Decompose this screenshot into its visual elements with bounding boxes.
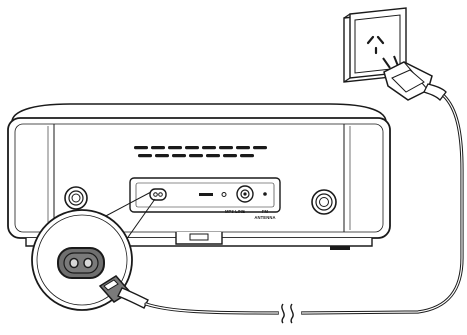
- power-cord-connector-icon: [98, 275, 149, 309]
- mains-plug-icon: [382, 55, 447, 101]
- wall-outlet-icon: [343, 7, 407, 83]
- vent-grille: [134, 146, 267, 158]
- fm-label: FM: [262, 209, 269, 214]
- panel-slot: [199, 193, 213, 196]
- antenna-label: ANTENNA: [254, 215, 275, 220]
- power-socket-callout: [31, 209, 149, 311]
- mp3-line-label: MP3 LINE: [225, 209, 245, 214]
- panel-indicator: [221, 192, 227, 197]
- fm-antenna-jack: [263, 192, 267, 196]
- ac-power-socket-icon: [149, 188, 167, 201]
- left-speaker-port: [64, 186, 88, 210]
- enlarged-ac-socket-icon: [57, 247, 105, 279]
- callout-leader-bottom: [125, 198, 156, 241]
- callout-leader-top: [101, 191, 152, 219]
- cable-break-icon: [279, 303, 301, 324]
- right-speaker-port: [311, 189, 337, 215]
- mp3-line-in-jack: [236, 185, 254, 203]
